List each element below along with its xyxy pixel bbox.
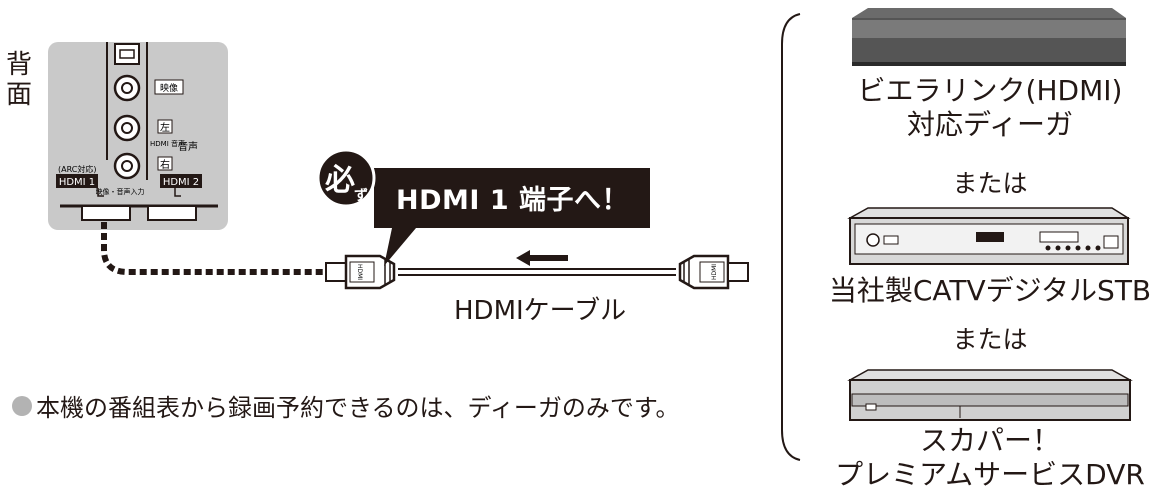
- audio-right-jack: [113, 152, 141, 180]
- dotted-cable-line: [101, 222, 330, 275]
- device-label-diga-line1: ビエラリンク(HDMI): [857, 74, 1123, 107]
- right-label: 右: [160, 158, 170, 171]
- input-label: 映像・音声入力: [96, 187, 145, 196]
- device-group-bracket: [781, 13, 801, 461]
- direction-arrow-icon: [516, 250, 568, 266]
- cable-label: HDMIケーブル: [454, 296, 627, 326]
- hdmi-plug-left: HDMI: [325, 254, 396, 290]
- or-label-2: または: [952, 325, 1028, 354]
- device-label-diga: ビエラリンク(HDMI) 対応ディーガ: [800, 74, 1164, 142]
- arc-label: (ARC対応): [58, 164, 96, 174]
- hdmi2-label: HDMI 2: [163, 177, 199, 188]
- device-label-dvr-line1: スカパー！: [919, 424, 1060, 457]
- hdmi1-port: [81, 205, 131, 221]
- svg-text:HDMI: HDMI: [711, 264, 718, 280]
- catv-stb-image: [847, 207, 1131, 265]
- footnote-text: 本機の番組表から録画予約できるのは、ディーガのみです。: [36, 394, 680, 422]
- audio-label: 音声: [178, 140, 198, 153]
- premium-dvr-image: [847, 369, 1133, 421]
- svg-text:HDMI: HDMI: [356, 264, 363, 280]
- hdmi-audio-label: HDMI 音声: [150, 139, 185, 148]
- badge-main-text: 必: [325, 163, 355, 198]
- callout-text: HDMI 1 端子へ！: [396, 185, 630, 216]
- video-jack: [113, 74, 141, 102]
- left-label: 左: [160, 121, 170, 134]
- rear-side-label: 背面: [5, 50, 32, 110]
- device-label-diga-line2: 対応ディーガ: [906, 108, 1074, 141]
- hdmi-plug-right: HDMI: [678, 254, 749, 290]
- video-label: 映像: [160, 82, 178, 94]
- callout-bubble: [374, 168, 650, 266]
- hdmi1-label: HDMI 1: [59, 177, 95, 188]
- hdmi2-port: [147, 205, 197, 221]
- bullet-icon: [12, 395, 32, 416]
- device-label-dvr-line2: プレミアムサービスDVR: [835, 458, 1145, 491]
- must-badge-icon: 必 ず: [316, 148, 376, 208]
- hdmi-cable: HDMI HDMI: [325, 250, 749, 290]
- device-label-stb-line1: 当社製CATVデジタルSTB: [828, 274, 1152, 307]
- footnote: 本機の番組表から録画予約できるのは、ディーガのみです。: [12, 388, 679, 423]
- badge-sub-text: ず: [354, 187, 368, 204]
- or-label-1: または: [952, 169, 1028, 198]
- device-label-stb: 当社製CATVデジタルSTB: [790, 274, 1164, 308]
- audio-left-jack: [113, 114, 141, 142]
- device-label-dvr: スカパー！ プレミアムサービスDVR: [790, 424, 1164, 492]
- tv-rear-panel: 映像 左 音声 HDMI 音声 右 (ARC対応) HDMI 1 映像・音声入力…: [48, 42, 228, 230]
- diga-recorder-image: [852, 8, 1126, 66]
